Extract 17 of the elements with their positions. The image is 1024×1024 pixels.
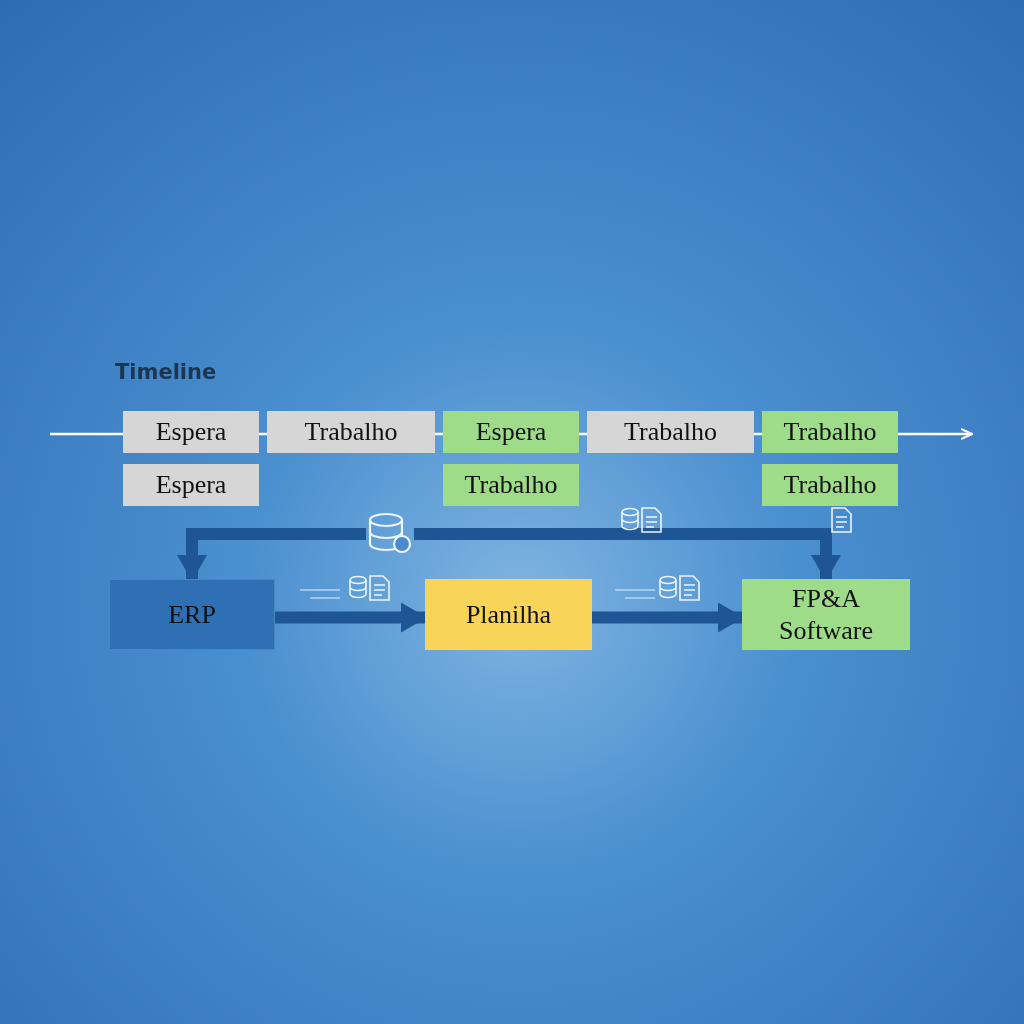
system-box: Planilha xyxy=(425,579,592,650)
time-block: Espera xyxy=(443,411,579,453)
arrow xyxy=(275,602,427,633)
time-block: Espera xyxy=(123,464,259,506)
time-block: Trabalho xyxy=(762,411,898,453)
timeline-heading: Timeline xyxy=(115,360,217,384)
system-box: FP&A Software xyxy=(742,579,910,650)
arrow xyxy=(177,528,366,581)
database-icon xyxy=(368,512,412,554)
arrow xyxy=(414,528,841,581)
arrow xyxy=(592,602,744,633)
time-block: Trabalho xyxy=(762,464,898,506)
time-block: Trabalho xyxy=(587,411,754,453)
time-block: Espera xyxy=(123,411,259,453)
time-block: Trabalho xyxy=(443,464,579,506)
time-block: Trabalho xyxy=(267,411,435,453)
system-box: ERP xyxy=(109,579,275,650)
